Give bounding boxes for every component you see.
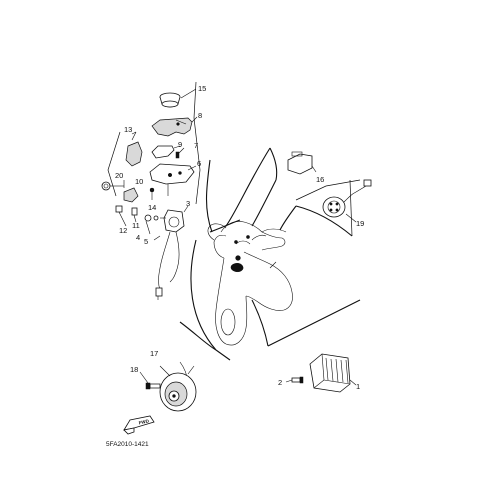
regulator-part-1 bbox=[309, 353, 357, 393]
callout-9: 9 bbox=[178, 140, 182, 149]
callout-6: 6 bbox=[197, 159, 201, 168]
callout-7: 7 bbox=[194, 141, 198, 150]
callout-labels: 15 8 13 9 7 6 20 10 14 3 12 11 4 5 16 19… bbox=[115, 84, 364, 391]
fwd-label: FWD bbox=[138, 418, 150, 425]
callout-18: 18 bbox=[130, 365, 138, 374]
washer-part-4 bbox=[144, 214, 152, 235]
main-switch-part-3 bbox=[153, 205, 189, 233]
scooter-outline bbox=[207, 221, 293, 346]
screw-part-7 bbox=[175, 147, 185, 159]
grommet-part-10 bbox=[101, 181, 124, 191]
plate-part-9 bbox=[151, 145, 181, 159]
callout-19: 19 bbox=[356, 219, 364, 228]
nut-part-12 bbox=[115, 205, 127, 227]
callout-15: 15 bbox=[198, 84, 206, 93]
callout-3: 3 bbox=[186, 199, 190, 208]
switch-body-part-6 bbox=[149, 163, 197, 196]
bolt-part-18 bbox=[139, 371, 161, 390]
wire-harness-part-5 bbox=[153, 231, 180, 300]
callout-16: 16 bbox=[316, 175, 324, 184]
callout-1: 1 bbox=[356, 382, 360, 391]
callout-10: 10 bbox=[135, 177, 143, 186]
handlebar-switch-assembly bbox=[101, 81, 201, 300]
callout-14: 14 bbox=[148, 203, 156, 212]
section-divider-lines bbox=[179, 147, 361, 361]
horn-part-17 bbox=[159, 361, 197, 412]
callout-11: 11 bbox=[132, 221, 140, 230]
callout-20: 20 bbox=[115, 171, 123, 180]
lever-part-13 bbox=[125, 131, 143, 167]
fwd-arrow: FWD bbox=[123, 415, 155, 435]
callout-13: 13 bbox=[124, 125, 132, 134]
diagram-code: 5FA2010-1421 bbox=[106, 441, 149, 448]
flasher-part-19 bbox=[295, 179, 372, 237]
callout-5: 5 bbox=[144, 237, 148, 246]
screw-part-2 bbox=[285, 376, 304, 384]
stud-part-14 bbox=[149, 187, 155, 200]
callout-17: 17 bbox=[150, 349, 158, 358]
callout-8: 8 bbox=[198, 111, 202, 120]
relay-part-16 bbox=[287, 151, 317, 175]
callout-4: 4 bbox=[136, 233, 140, 242]
bolt-part-11 bbox=[131, 207, 138, 223]
clip-part-20 bbox=[123, 180, 139, 203]
callout-12: 12 bbox=[119, 226, 127, 235]
callout-2: 2 bbox=[278, 378, 282, 387]
cap-part-15 bbox=[159, 88, 197, 108]
bracket-part-8 bbox=[151, 116, 198, 137]
